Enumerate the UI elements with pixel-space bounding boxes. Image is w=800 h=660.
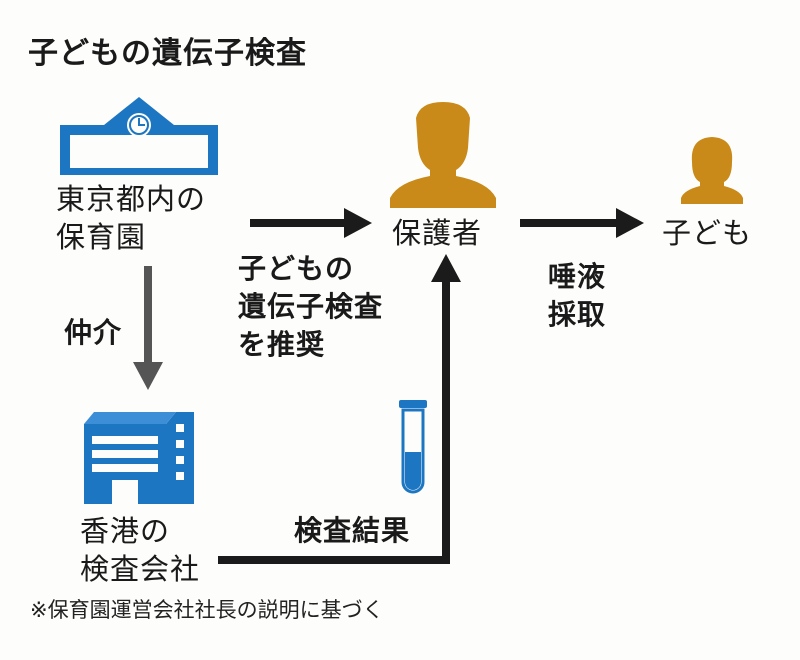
school-clock-building-icon xyxy=(60,97,218,175)
node-child-label: 子ども xyxy=(662,216,753,250)
office-building-icon xyxy=(84,412,194,504)
arrow-guardian-to-child xyxy=(520,208,644,238)
edge-label-intermediary: 仲介 xyxy=(64,316,123,349)
child-person-icon xyxy=(681,137,743,204)
adult-person-icon xyxy=(390,102,496,208)
edge-label-saliva-sampling: 唾液 採取 xyxy=(548,260,607,331)
node-nursery-label: 東京都内の 保育園 xyxy=(56,182,207,254)
test-tube-icon xyxy=(399,400,427,494)
arrow-nursery-to-lab xyxy=(133,266,163,390)
node-lab-label: 香港の 検査会社 xyxy=(80,514,201,586)
node-guardian-label: 保護者 xyxy=(392,216,483,250)
footnote: ※保育園運営会社社長の説明に基づく xyxy=(30,598,384,622)
arrow-nursery-to-guardian xyxy=(250,208,372,238)
diagram-title: 子どもの遺伝子検査 xyxy=(28,36,307,71)
edge-label-test-results: 検査結果 xyxy=(294,514,411,547)
arrow-lab-to-guardian xyxy=(218,254,461,564)
edge-label-recommend-test: 子どもの 遺伝子検査 を推奨 xyxy=(238,252,384,361)
